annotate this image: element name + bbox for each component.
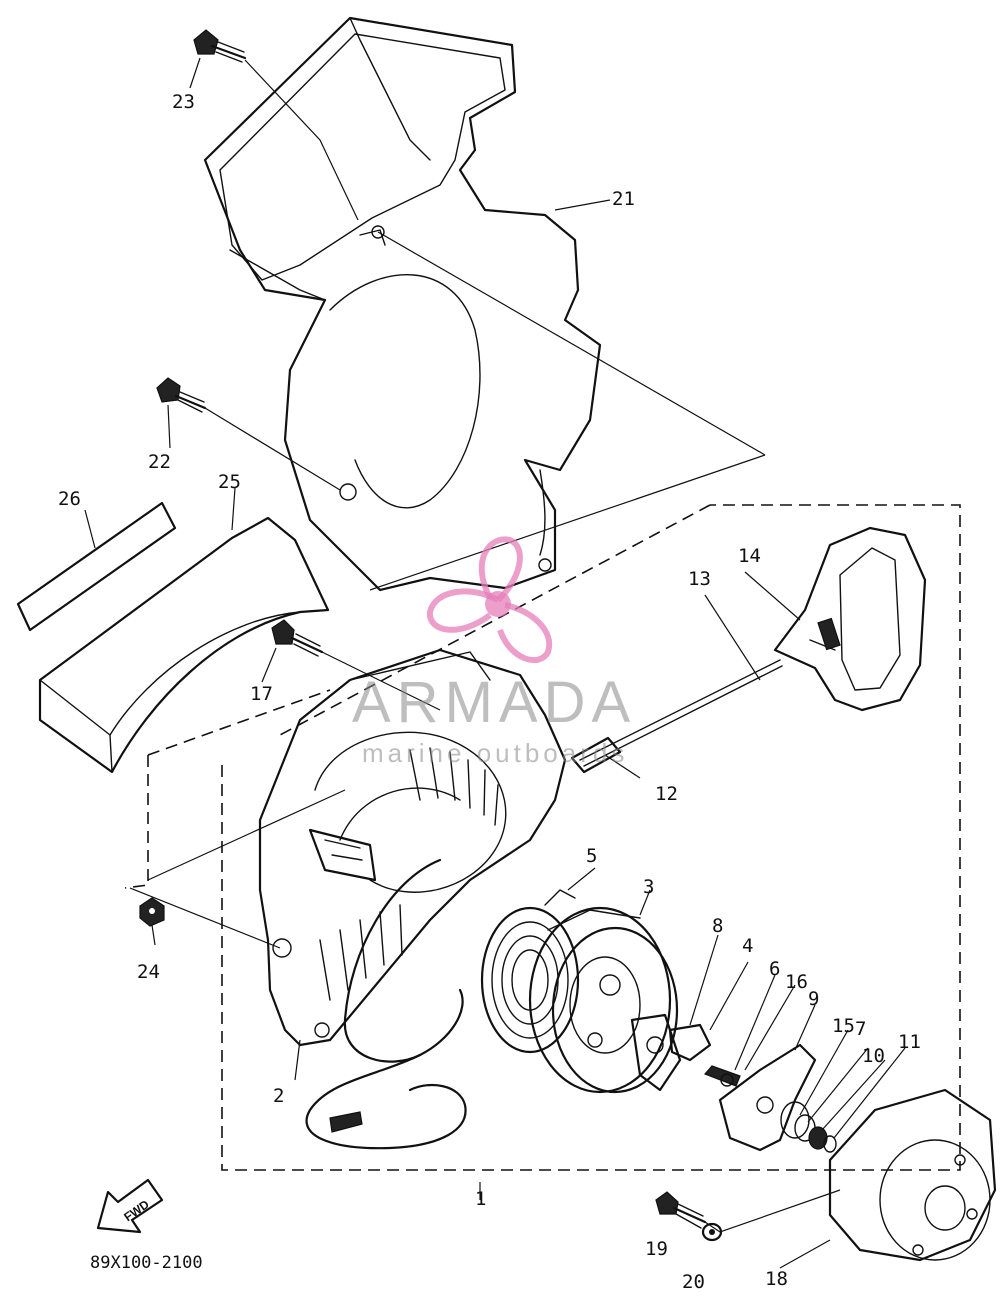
bolt-part-17: [271, 619, 324, 657]
watermark-title: ARMADA: [352, 670, 636, 735]
drive-plate-part-9: [718, 1043, 817, 1152]
cover-cup-part-18: [828, 1088, 997, 1262]
callout-12: 12: [655, 783, 678, 805]
starter-case-part-2: [258, 648, 567, 1150]
pawl-spring-part-4: [668, 1023, 712, 1062]
callout-21: 21: [612, 188, 635, 210]
callout-1: 1: [475, 1188, 486, 1210]
pawl-part-8: [630, 1013, 682, 1092]
bolt-part-22: [156, 377, 207, 413]
callout-16: 16: [785, 971, 808, 993]
drawing-code: 89X100-2100: [90, 1253, 203, 1273]
callout-10: 10: [862, 1045, 885, 1067]
callout-17: 17: [250, 683, 273, 705]
callout-13: 13: [688, 568, 711, 590]
bolt-part-23: [193, 29, 247, 63]
callout-18: 18: [765, 1268, 788, 1290]
pulley-part-3: [528, 906, 679, 1094]
bolt-part-19: [655, 1191, 707, 1229]
callout-11: 11: [898, 1031, 921, 1053]
callout-2: 2: [273, 1085, 284, 1107]
callout-5: 5: [586, 845, 597, 867]
callout-26: 26: [58, 488, 81, 510]
fwd-label: FWD: [121, 1197, 152, 1224]
callout-24: 24: [137, 961, 160, 983]
callout-8: 8: [712, 915, 723, 937]
callout-15: 15: [832, 1015, 855, 1037]
assembly-boundary: [124, 504, 961, 1171]
callout-4: 4: [742, 935, 753, 957]
callout-labels: 1 2 3 4 5 6 7 8 9 10 11 12 13 14 15 16 1…: [58, 91, 921, 1293]
side-cover-part-25: [38, 516, 330, 774]
bolt-part-6: [703, 1065, 741, 1087]
spiral-spring-part-5: [480, 889, 580, 1054]
callout-9: 9: [808, 988, 819, 1010]
watermark-subtitle: marine outboards: [362, 738, 628, 768]
callout-14: 14: [738, 545, 761, 567]
callout-23: 23: [172, 91, 195, 113]
watermark: ARMADA marine outboards: [352, 536, 636, 768]
watermark-logo: [427, 536, 553, 664]
starter-handle-part-14: [773, 526, 927, 712]
nut-part-24: [139, 897, 165, 927]
callout-7: 7: [855, 1018, 866, 1040]
callout-22: 22: [148, 451, 171, 473]
fwd-arrow: FWD: [96, 1178, 164, 1234]
flywheel-cover-part-21: [203, 16, 602, 592]
rope-guide-part-12: [570, 736, 622, 774]
callout-20: 20: [682, 1271, 705, 1293]
callout-6: 6: [769, 958, 780, 980]
callout-3: 3: [643, 876, 654, 898]
leader-lines: [84, 57, 906, 1269]
callout-25: 25: [218, 471, 241, 493]
washer-stack-parts-7-10-11-15: [780, 1101, 837, 1153]
decal-part-26: [16, 501, 177, 632]
callout-19: 19: [645, 1238, 668, 1260]
